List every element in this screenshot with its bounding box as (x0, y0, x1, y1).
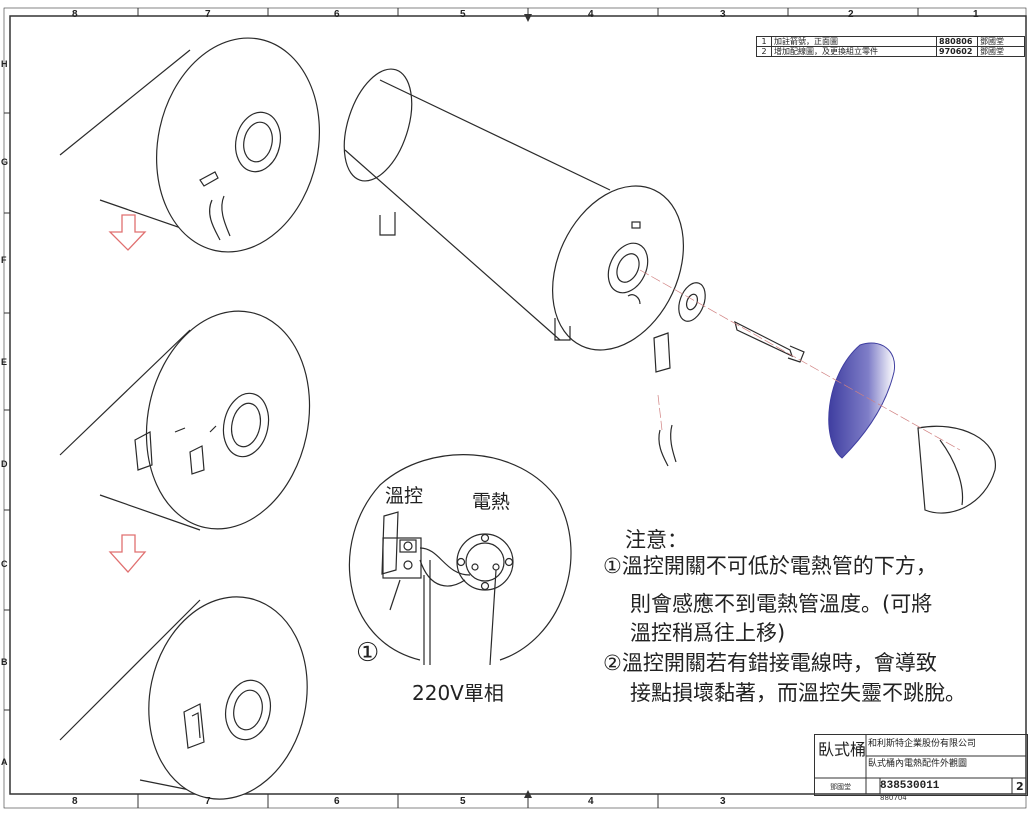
zone-col-bottom-5: 5 (460, 796, 466, 807)
center-lines (639, 269, 961, 451)
revision-by: 鄧國堂 (977, 46, 1025, 57)
note-1-line-1: ①溫控開關不可低於電熱管的下方， (603, 556, 937, 577)
revision-no: 1 (756, 36, 772, 47)
zone-row-E: E (1, 357, 8, 367)
revision-desc: 增加配線圖，及更換組立零件 (771, 46, 937, 57)
zone-row-H: H (1, 59, 8, 69)
note-2-line-1: ②溫控開關若有錯接電線時，會導致 (603, 653, 937, 674)
zone-col-top-8: 8 (72, 9, 78, 20)
zone-row-D: D (1, 459, 8, 469)
heater-label: 電熱 (472, 491, 511, 513)
zone-col-bottom-6: 6 (334, 796, 340, 807)
title-block-description: 臥式桶內電熱配件外觀圖 (868, 759, 968, 769)
down-arrow-1 (108, 214, 147, 251)
revision-row: 1 加註箭號，正面圖 880806 鄧國堂 (756, 36, 1025, 47)
zone-col-bottom-4: 4 (588, 796, 594, 807)
center-arrow-bottom (524, 790, 532, 798)
revision-desc: 加註箭號，正面圖 (771, 36, 937, 47)
center-arrow-top (524, 14, 532, 22)
revision-table: 1 加註箭號，正面圖 880806 鄧國堂 2 增加配線圖，及更換組立零件 97… (756, 36, 1025, 57)
tank-step1 (59, 37, 321, 253)
zone-col-bottom-8: 8 (72, 796, 78, 807)
voltage-label: 220V單相 (412, 681, 504, 705)
zone-col-bottom-7: 7 (205, 796, 211, 807)
zone-row-B: B (1, 657, 8, 667)
zone-col-top-3: 3 (720, 9, 726, 20)
zone-row-G: G (1, 157, 9, 167)
down-arrow-2 (108, 534, 147, 573)
zone-col-top-5: 5 (460, 9, 466, 20)
note-2-marker: ② (603, 651, 622, 675)
zone-col-bottom-3: 3 (720, 796, 726, 807)
title-block-sheet: 2 (1016, 780, 1024, 793)
revision-row: 2 增加配線圖，及更換組立零件 970602 鄧國堂 (756, 46, 1025, 57)
title-block-drawn-by: 鄧國堂 (830, 783, 851, 791)
note-1-line-3: 溫控稍爲往上移) (630, 621, 786, 645)
main-tank (343, 68, 685, 351)
tank-step3 (59, 596, 308, 800)
title-block-company: 和利斯特企業股份有限公司 (868, 739, 977, 749)
note-1-text: 溫控開關不可低於電熱管的下方， (621, 554, 937, 578)
title-block-name: 臥式桶 (818, 740, 867, 759)
zone-col-top-2: 2 (848, 9, 854, 20)
exploded-parts (653, 282, 996, 514)
note-1-marker: ① (603, 554, 622, 578)
zone-col-top-4: 4 (588, 9, 594, 20)
zone-col-top-1: 1 (973, 9, 979, 20)
zone-row-C: C (1, 559, 8, 569)
title-block-lines (814, 734, 1026, 794)
revision-date: 880806 (936, 36, 978, 47)
drawing-border (3, 7, 1027, 809)
front-cover-blue (828, 342, 896, 459)
note-2-line-2: 接點損壞黏著，而溫控失靈不跳脫。 (630, 681, 966, 705)
title-block-drawing-no: 838530011 (880, 780, 940, 792)
revision-no: 2 (756, 46, 772, 57)
revision-by: 鄧國堂 (977, 36, 1025, 47)
notes-title: 注意： (625, 528, 688, 552)
tank-step2 (59, 310, 311, 531)
note-2-text: 溫控開關若有錯接電線時，會導致 (621, 651, 937, 675)
thermostat-label: 溫控 (385, 485, 424, 507)
zone-row-F: F (1, 255, 7, 265)
note-1-line-2: 則會感應不到電熱管溫度。(可將 (630, 592, 933, 616)
title-block-date: 880704 (880, 794, 907, 802)
wiring-detail (348, 454, 572, 666)
zone-col-top-6: 6 (334, 9, 340, 20)
zone-col-top-7: 7 (205, 9, 211, 20)
revision-date: 970602 (936, 46, 978, 57)
zone-row-A: A (1, 757, 8, 767)
detail-marker: ① (356, 638, 380, 668)
